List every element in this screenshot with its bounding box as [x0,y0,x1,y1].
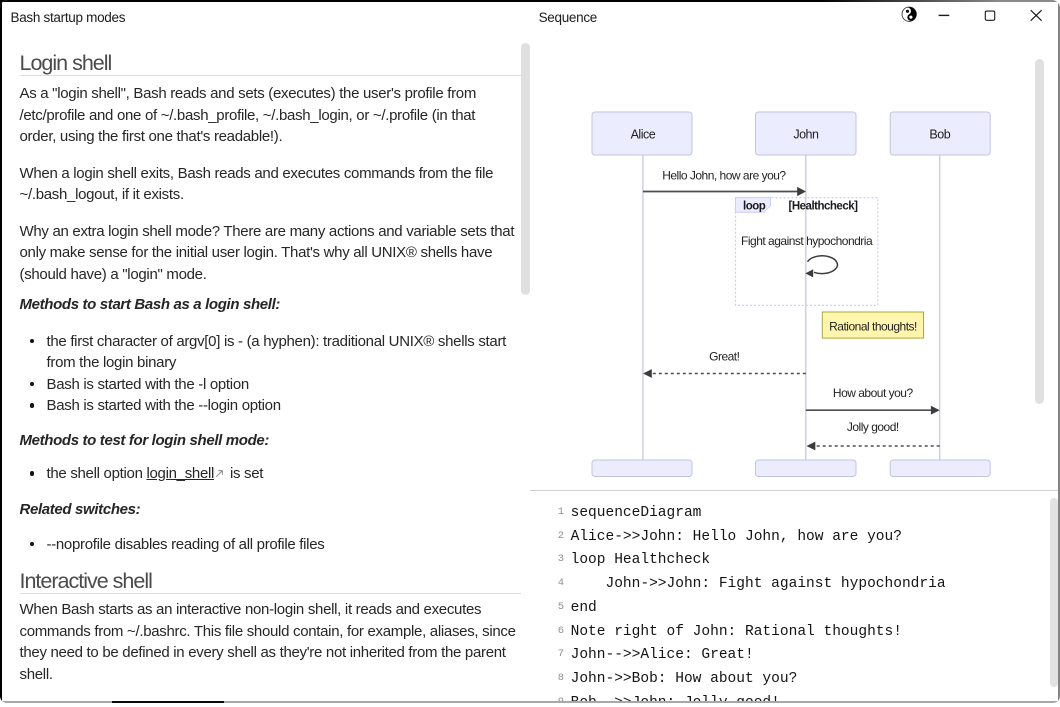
svg-text:Jolly good!: Jolly good! [847,420,899,434]
svg-text:Hello John, how are you?: Hello John, how are you? [662,169,786,183]
svg-text:Great!: Great! [709,350,740,364]
svg-text:Alice: Alice [631,128,656,142]
svg-text:How about you?: How about you? [833,386,914,400]
svg-text:Bob: Bob [929,128,950,142]
svg-text:Rational thoughts!: Rational thoughts! [829,320,917,334]
svg-text:loop: loop [743,200,766,212]
svg-text:[Healthcheck]: [Healthcheck] [789,201,859,213]
svg-text:Fight against hypochondria: Fight against hypochondria [741,234,873,248]
svg-text:John: John [793,128,819,142]
